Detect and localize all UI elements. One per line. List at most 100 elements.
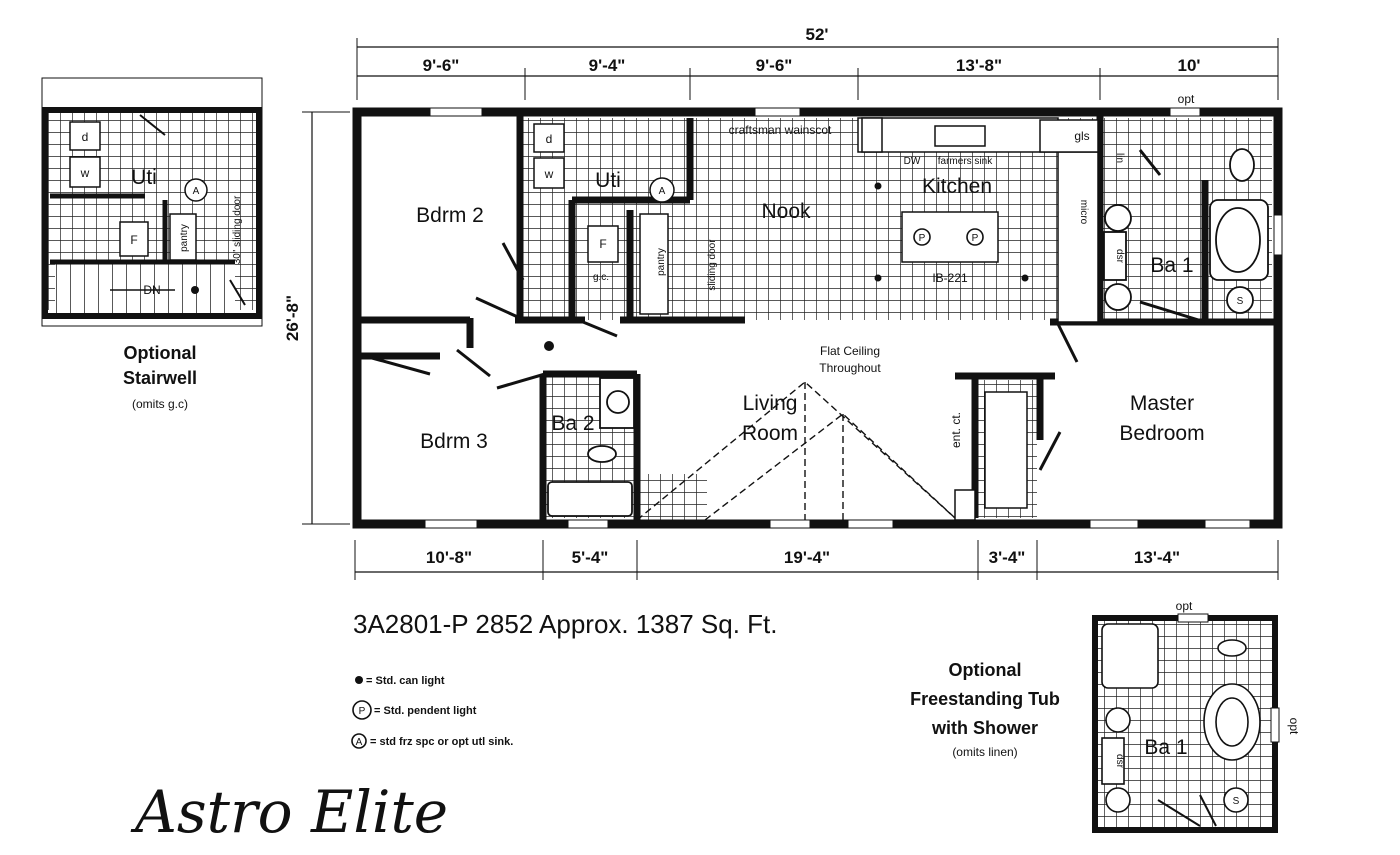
pendent-lights — [913, 228, 984, 246]
bath-1-fixtures — [1103, 148, 1269, 314]
ceiling-lines — [636, 381, 956, 521]
dresser-ba1 — [1103, 231, 1127, 281]
note-gc: g.c. — [593, 272, 609, 283]
tub-option-toilet — [1217, 639, 1247, 657]
note-linen: lin — [1114, 153, 1125, 163]
stairwell-note: (omits g.c) — [132, 397, 188, 411]
room-living-line2: Room — [742, 422, 798, 445]
tub-option-sink-a — [1105, 707, 1131, 733]
room-bdrm3: Bdrm 3 — [420, 430, 488, 453]
tub-option-note: (omits linen) — [952, 745, 1017, 759]
room-master-line1: Master — [1130, 392, 1194, 415]
room-ba2: Ba 2 — [551, 412, 594, 435]
top-dim-4: 13'-8" — [956, 56, 1002, 75]
note-island: IB-221 — [932, 271, 968, 285]
note-flat-ceiling-1: Flat Ceiling — [820, 344, 880, 358]
shower-s-label: S — [1237, 296, 1244, 307]
inset-dryer-label: d — [82, 130, 89, 144]
overall-width-dimension: 52' — [356, 25, 1279, 100]
utility-appliances — [533, 123, 675, 315]
note-ent-ct: ent. ct. — [949, 412, 963, 448]
room-utility: Uti — [595, 169, 621, 192]
entry-tile-area — [637, 474, 707, 520]
note-glass: gls — [1074, 129, 1089, 143]
note-micro: micro — [1078, 200, 1089, 225]
note-dishwasher: DW — [904, 156, 921, 167]
pantry — [639, 213, 669, 315]
note-wainscot: craftsman wainscot — [729, 123, 832, 137]
legend-freezer-a: A — [356, 737, 363, 748]
stairwell-caption: Optional Stairwell (omits g.c) — [123, 343, 197, 411]
tub-option-opt-side: opt — [1287, 718, 1301, 735]
glass-cabinet — [1039, 119, 1099, 153]
inset-freezer-label: A — [193, 186, 200, 197]
exterior-wall — [352, 107, 1283, 529]
furnace-label: F — [599, 237, 606, 251]
note-sliding-door: sliding door — [707, 239, 718, 291]
inset-room-utility: Uti — [131, 166, 157, 189]
tub-option-dresser-label: dsr — [1114, 754, 1125, 769]
tub-option-title-3: with Shower — [931, 718, 1038, 738]
legend-pendent-p: P — [359, 706, 366, 717]
room-ba1: Ba 1 — [1150, 254, 1193, 277]
model-info: 3A2801-P 2852 Approx. 1387 Sq. Ft. — [353, 609, 778, 639]
tub-option-title-2: Freestanding Tub — [910, 689, 1060, 709]
door-swings — [371, 149, 1206, 471]
top-dim-1: 9'-6" — [423, 56, 460, 75]
inset-furnace-label: F — [130, 233, 137, 247]
inset-pantry-label: pantry — [179, 224, 190, 252]
legend-can-light: = Std. can light — [366, 675, 445, 687]
legend-pendent-light-icon — [352, 700, 372, 720]
legend: = Std. can light P = Std. pendent light … — [351, 675, 513, 749]
optional-stairwell-inset: d w F A Uti pantry 30" sliding door DN — [41, 77, 263, 327]
pendent-light-p-2: P — [972, 233, 979, 244]
overall-depth-dimension: 26'-8" — [283, 111, 350, 525]
freezer-space-icon — [649, 177, 675, 203]
farmers-sink — [934, 125, 986, 147]
inset-sliding-door-label: 30" sliding door — [232, 195, 243, 264]
tub-option-opt-top: opt — [1176, 599, 1193, 613]
tub-option-sink-b — [1105, 787, 1131, 813]
freezer-a-label: A — [659, 186, 666, 197]
windows — [424, 107, 1283, 529]
tub-option-shower-valve — [1223, 787, 1249, 813]
tub-option-dresser — [1101, 737, 1125, 785]
bath-2-fixtures — [547, 377, 635, 517]
legend-pendent-light: = Std. pendent light — [374, 705, 477, 717]
room-master-line2: Bedroom — [1119, 422, 1204, 445]
top-dim-5: 10' — [1178, 56, 1201, 75]
top-segment-dimensions: 9'-6" 9'-4" 9'-6" 13'-8" 10' — [357, 56, 1278, 100]
stairwell-title-1: Optional — [124, 343, 197, 363]
note-opt-window: opt — [1178, 92, 1195, 106]
dryer-label: d — [546, 132, 553, 146]
bottom-dim-4: 3'-4" — [989, 548, 1026, 567]
tub-option-shower — [1101, 623, 1159, 689]
can-lights — [544, 182, 1029, 351]
legend-freezer-icon — [351, 733, 367, 749]
bottom-dim-2: 5'-4" — [572, 548, 609, 567]
legend-freezer: = std frz spc or opt utl sink. — [370, 736, 513, 748]
sink-ba1-b — [1104, 283, 1132, 311]
room-nook: Nook — [761, 200, 811, 223]
inset-stairs-down: DN — [143, 283, 160, 297]
brand-signature: Astro Elite — [130, 778, 448, 846]
washer-label: w — [544, 167, 554, 181]
tub-option-inset: opt opt S dsr Ba 1 — [1092, 599, 1301, 833]
room-kitchen: Kitchen — [922, 175, 992, 198]
kitchen-counters — [857, 117, 1099, 323]
tub-option-s-label: S — [1233, 796, 1240, 807]
top-dim-2: 9'-4" — [589, 56, 626, 75]
room-living-line1: Living — [743, 392, 798, 415]
bottom-dim-5: 13'-4" — [1134, 548, 1180, 567]
tub-option-title-1: Optional — [949, 660, 1022, 680]
overall-width-label: 52' — [806, 25, 829, 44]
legend-can-light-icon — [355, 676, 363, 684]
note-dresser: dsr — [1114, 249, 1125, 264]
main-floor-plan: P P d w F A S Bdrm 2 Bdrm 3 Uti Nook Kit… — [352, 92, 1283, 529]
toilet-ba1 — [1229, 148, 1255, 182]
stairwell-title-2: Stairwell — [123, 368, 197, 388]
overall-depth-label: 26'-8" — [283, 295, 302, 341]
tub-option-caption: Optional Freestanding Tub with Shower (o… — [910, 660, 1060, 759]
bottom-dim-1: 10'-8" — [426, 548, 472, 567]
